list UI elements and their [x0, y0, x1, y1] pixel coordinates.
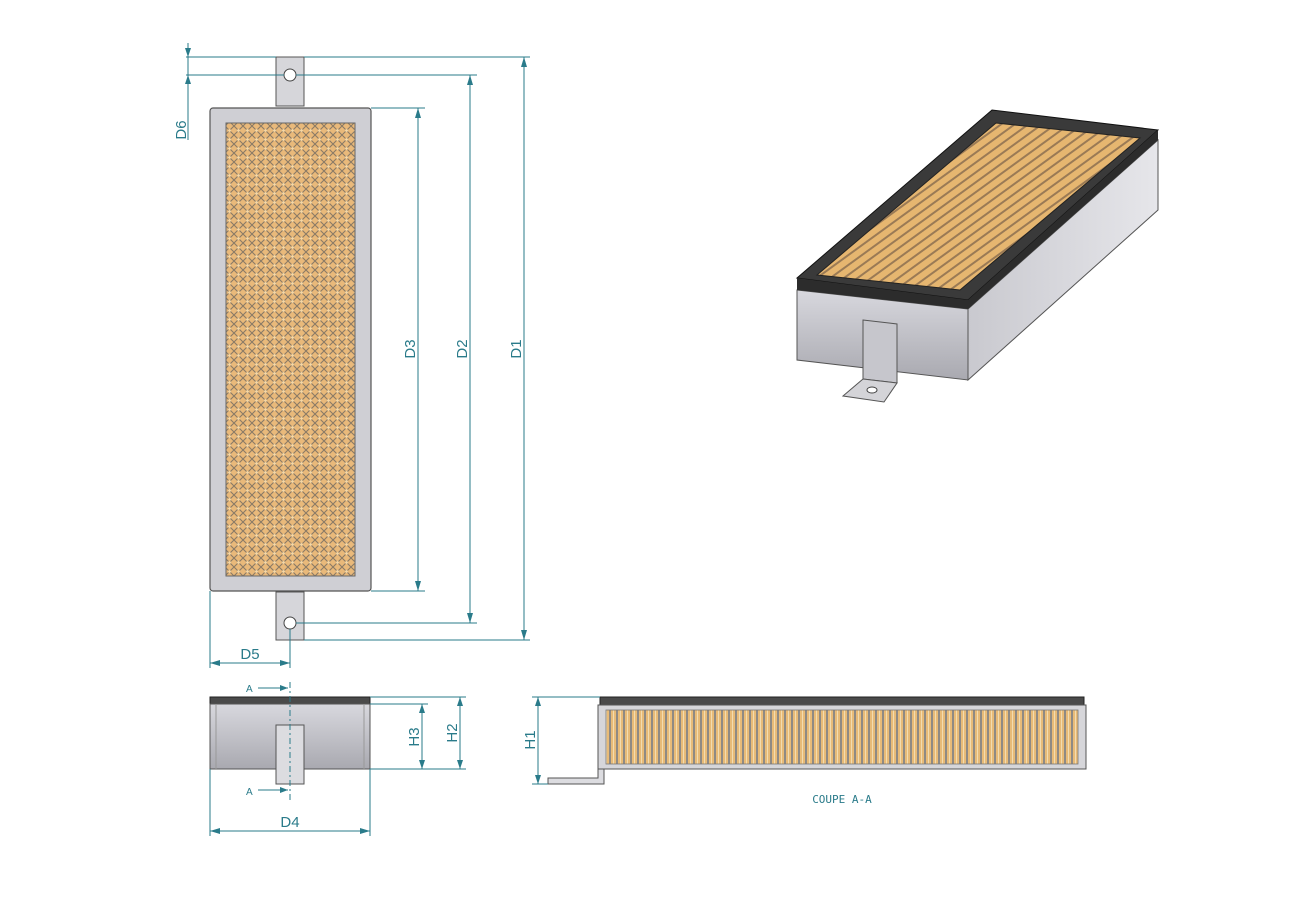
section-marker-top: A — [246, 684, 253, 695]
ceramic-mesh-panel — [225, 122, 356, 577]
dim-d5-label: D5 — [240, 646, 259, 663]
side-view-dimensions: H3 H2 D4 — [209, 696, 466, 836]
section-marker-bottom: A — [246, 787, 253, 798]
iso-mounting-tab — [862, 319, 898, 384]
bottom-mounting-hole — [283, 616, 297, 630]
dim-h2-label: H2 — [444, 723, 461, 742]
dim-d2-label: D2 — [454, 339, 471, 358]
dim-h3-label: H3 — [406, 727, 423, 746]
iso-tab-hole — [866, 386, 878, 394]
section-view: COUPE A-A — [547, 696, 1087, 806]
side-view: A A — [209, 682, 371, 800]
section-tab — [547, 768, 605, 785]
front-view — [209, 56, 372, 641]
section-ceramic-slats — [605, 709, 1079, 765]
front-view-dimensions: D1 D2 D3 D6 D5 — [173, 43, 530, 668]
dim-d6-label: D6 — [173, 120, 190, 139]
iso-ceramic-surface — [815, 122, 1142, 291]
dim-d1-label: D1 — [508, 339, 525, 358]
top-mounting-hole — [283, 68, 297, 82]
dim-d4-label: D4 — [280, 814, 299, 831]
dim-d3-label: D3 — [402, 339, 419, 358]
dim-h1-label: H1 — [522, 730, 539, 749]
isometric-view — [795, 109, 1160, 403]
section-caption: COUPE A-A — [812, 793, 872, 806]
section-view-dimensions: H1 — [522, 696, 600, 785]
section-gasket — [599, 696, 1085, 706]
